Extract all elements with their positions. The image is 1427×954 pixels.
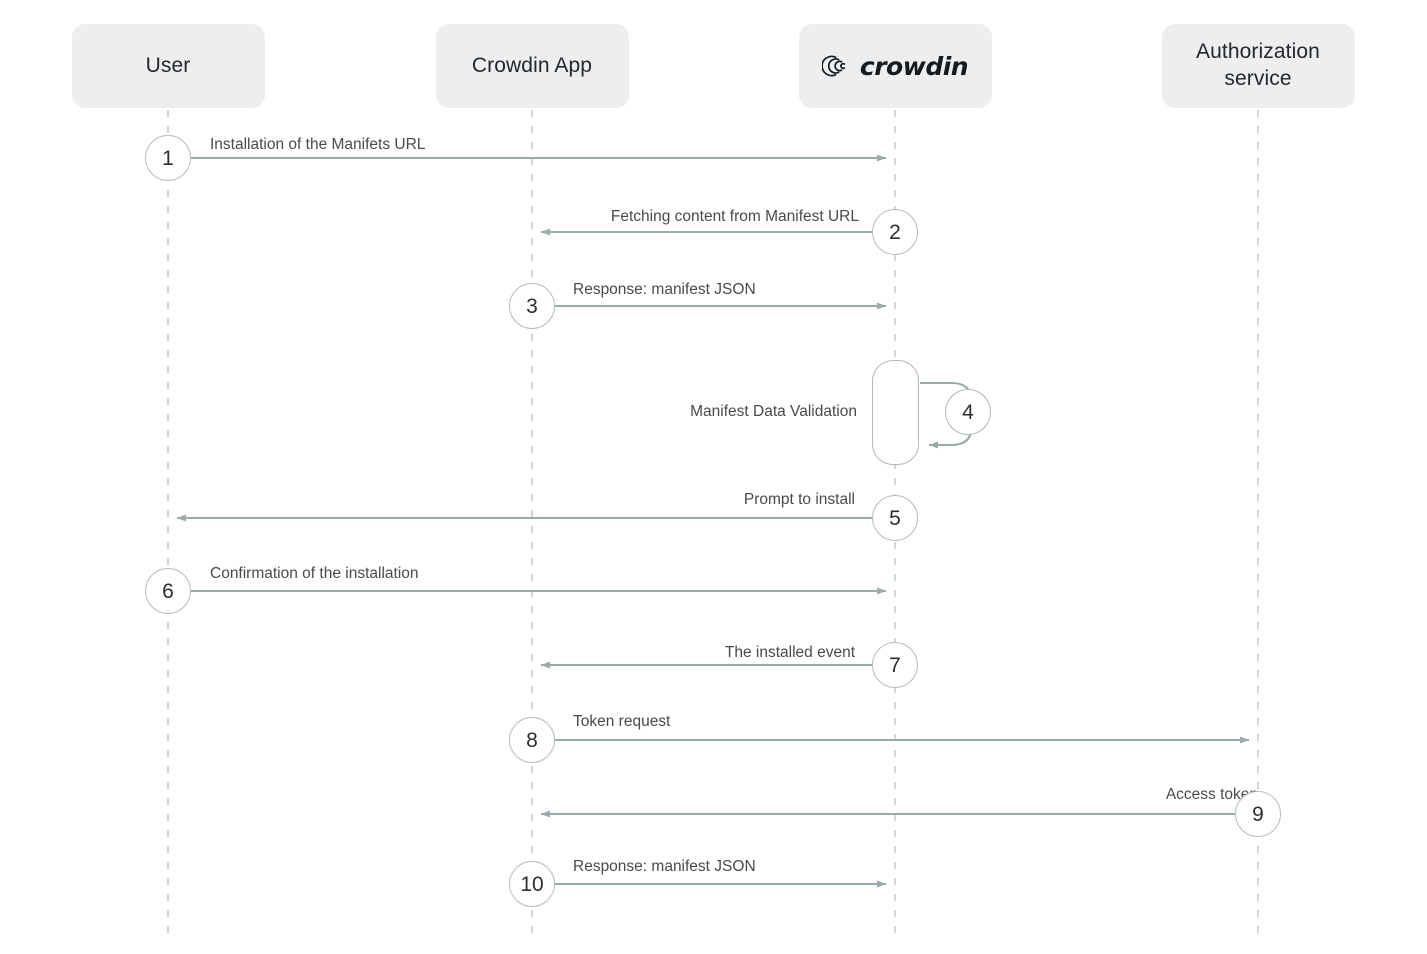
step-bubble-6[interactable]: 6 (145, 568, 191, 614)
message-label-step-8: Token request (573, 713, 671, 730)
activation-box-crowdin (872, 360, 919, 465)
step-bubble-4[interactable]: 4 (945, 389, 991, 435)
step-number-4: 4 (962, 400, 974, 424)
step-number-6: 6 (162, 579, 174, 603)
participant-user[interactable]: User (71, 24, 265, 108)
participant-crowdin[interactable]: crowdin (798, 24, 992, 108)
step-number-1: 1 (162, 146, 174, 170)
step-bubble-7[interactable]: 7 (872, 642, 918, 688)
message-label-step-2: Fetching content from Manifest URL (610, 208, 859, 225)
message-label-step-7: The installed event (724, 644, 855, 661)
step-bubble-2[interactable]: 2 (872, 209, 918, 255)
step-bubble-1[interactable]: 1 (145, 135, 191, 181)
step-bubble-8[interactable]: 8 (509, 717, 555, 763)
crowdin-brand-lockup: crowdin (821, 51, 969, 81)
participant-authorization-service-label: Authorization service (1196, 40, 1320, 90)
step-number-3: 3 (526, 294, 538, 318)
message-label-step-10: Response: manifest JSON (573, 858, 756, 875)
crowdin-swirl-logo-icon (821, 55, 846, 77)
step-bubble-10[interactable]: 10 (509, 861, 555, 907)
step-number-5: 5 (889, 506, 901, 530)
participant-user-label: User (145, 53, 191, 77)
step-number-7: 7 (889, 653, 901, 677)
message-label-step-3: Response: manifest JSON (573, 281, 756, 298)
message-label-step-4: Manifest Data Validation (690, 403, 857, 420)
message-label-step-6: Confirmation of the installation (210, 565, 419, 582)
participant-authorization-service[interactable]: Authorization service (1161, 24, 1355, 108)
step-bubble-5[interactable]: 5 (872, 495, 918, 541)
step-bubble-3[interactable]: 3 (509, 283, 555, 329)
step-number-10: 10 (520, 872, 544, 896)
message-label-step-5: Prompt to install (743, 491, 855, 508)
step-number-2: 2 (889, 220, 901, 244)
participant-crowdin-app-label: Crowdin App (471, 53, 593, 77)
crowdin-wordmark: crowdin (859, 51, 969, 81)
step-number-8: 8 (526, 728, 538, 752)
participant-crowdin-app[interactable]: Crowdin App (435, 24, 629, 108)
step-number-9: 9 (1252, 802, 1264, 826)
step-bubble-9[interactable]: 9 (1235, 791, 1281, 837)
message-arrows (176, 154, 1250, 888)
message-label-step-9: Access token (1165, 786, 1258, 803)
message-label-step-1: Installation of the Manifets URL (210, 136, 426, 153)
lifelines (167, 110, 1259, 940)
